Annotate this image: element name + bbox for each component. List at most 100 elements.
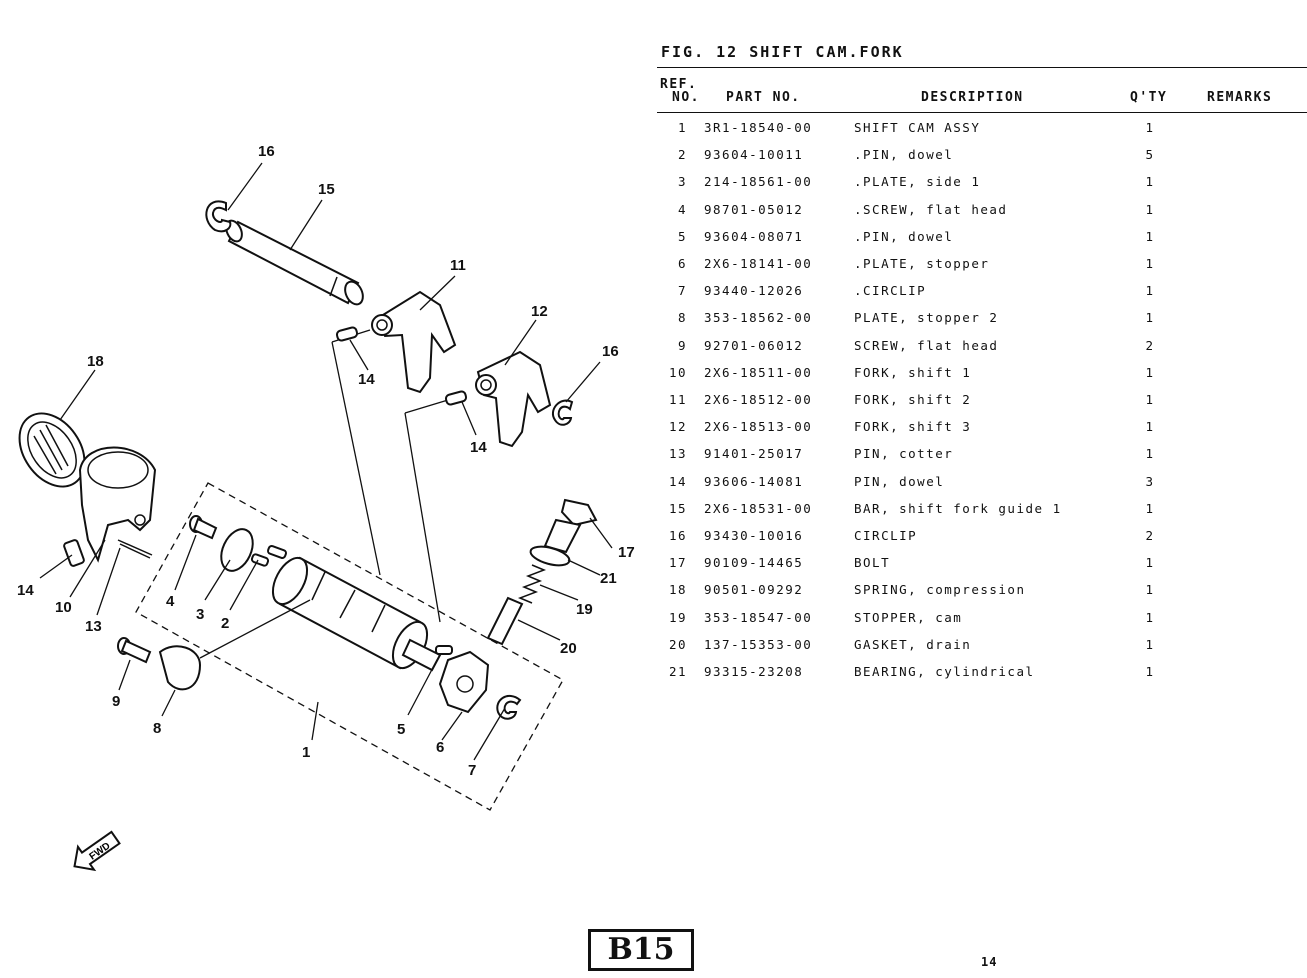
qty-cell: 1 — [1145, 120, 1155, 135]
stopper-plate-part — [158, 645, 202, 691]
cotter-pin-part — [117, 539, 153, 559]
description-cell: PLATE, stopper 2 — [854, 310, 999, 326]
column-header-ref-no: NO. — [672, 90, 700, 105]
table-row: 1 3R1-18540-00 SHIFT CAM ASSY 1 — [657, 120, 1297, 140]
ref-cell: 21 — [668, 664, 687, 679]
part-no-cell: 2X6-18513-00 — [704, 419, 813, 435]
ref-cell: 20 — [668, 636, 687, 652]
callout-label: 16 — [602, 343, 619, 360]
callout-label: 3 — [196, 606, 204, 623]
callout-label: 14 — [470, 439, 487, 456]
ref-cell: 18 — [668, 582, 687, 598]
ref-cell: 4 — [677, 201, 687, 217]
circlip-part — [205, 200, 232, 233]
part-no-cell: 2X6-18511-00 — [704, 364, 813, 380]
description-cell: BEARING, cylindrical — [854, 664, 1035, 679]
ref-cell: 16 — [668, 528, 687, 543]
description-cell: .PLATE, side 1 — [854, 174, 981, 190]
ref-cell: 19 — [668, 609, 687, 625]
page-code-badge: B15 — [588, 929, 694, 971]
part-no-cell: 93604-08071 — [704, 228, 804, 244]
divider — [657, 112, 1307, 113]
qty-cell: 1 — [1145, 419, 1155, 435]
qty-cell: 1 — [1145, 364, 1155, 380]
callout-label: 21 — [600, 570, 617, 587]
description-cell: STOPPER, cam — [854, 609, 963, 625]
part-no-cell: 2X6-18512-00 — [704, 392, 813, 407]
column-header-description: DESCRIPTION — [921, 90, 1024, 105]
qty-cell: 1 — [1145, 174, 1155, 190]
part-no-cell: 98701-05012 — [704, 201, 804, 217]
callout-label: 19 — [576, 601, 593, 618]
callout-label: 13 — [85, 618, 102, 635]
description-cell: SPRING, compression — [854, 582, 1026, 598]
ref-cell: 5 — [677, 228, 687, 244]
description-cell: FORK, shift 1 — [854, 364, 972, 380]
bearing-part — [18, 412, 86, 488]
stopper-part — [486, 596, 524, 646]
page-number: 14 — [981, 955, 998, 969]
part-no-cell: 90501-09292 — [704, 582, 804, 598]
description-cell: .PIN, dowel — [854, 228, 954, 244]
screw-part — [189, 515, 218, 540]
part-no-cell: 2X6-18141-00 — [704, 256, 813, 271]
description-cell: CIRCLIP — [854, 528, 918, 543]
ref-cell: 9 — [677, 337, 687, 353]
callout-label: 15 — [318, 181, 335, 198]
qty-cell: 1 — [1145, 228, 1155, 244]
ref-cell: 11 — [668, 392, 687, 407]
circlip-part — [552, 399, 574, 426]
ref-cell: 8 — [677, 310, 687, 326]
shift-fork-part — [78, 446, 157, 563]
spring-part — [517, 564, 547, 604]
exploded-view-diagram: 16 15 11 12 16 18 14 14 14 10 13 4 3 2 1… — [17, 143, 635, 872]
description-cell: SCREW, flat head — [854, 337, 999, 353]
description-cell: .PLATE, stopper — [854, 256, 990, 271]
dowel-pin-part — [250, 553, 270, 567]
ref-cell: 15 — [668, 500, 687, 516]
qty-cell: 5 — [1145, 147, 1155, 163]
callout-label: 7 — [468, 762, 476, 779]
callout-label: 17 — [618, 544, 635, 561]
screw-part — [117, 637, 152, 664]
divider — [657, 67, 1307, 68]
ref-cell: 1 — [677, 120, 687, 135]
callout-label: 6 — [436, 739, 444, 756]
part-no-cell: 93604-10011 — [704, 147, 804, 163]
dowel-pin-part — [444, 390, 468, 406]
description-cell: SHIFT CAM ASSY — [854, 120, 981, 135]
part-no-cell: 3R1-18540-00 — [704, 120, 813, 135]
description-cell: GASKET, drain — [854, 636, 972, 652]
qty-cell: 1 — [1145, 582, 1155, 598]
callout-label: 11 — [450, 257, 466, 274]
qty-cell: 1 — [1145, 555, 1155, 571]
callout-label: 4 — [166, 593, 175, 610]
table-row: 5 93604-08071 .PIN, dowel 1 — [657, 229, 1297, 249]
qty-cell: 2 — [1145, 528, 1155, 543]
callout-label: 12 — [531, 303, 548, 320]
ref-cell: 14 — [668, 473, 687, 489]
ref-cell: 7 — [677, 283, 687, 299]
column-header-remarks: REMARKS — [1207, 90, 1273, 105]
shift-fork-part — [371, 290, 457, 394]
callout-label: 14 — [17, 582, 34, 599]
column-header-ref: REF. — [660, 77, 698, 92]
ref-cell: 2 — [677, 147, 687, 163]
part-no-cell: 93440-12026 — [704, 283, 804, 299]
qty-cell: 1 — [1145, 446, 1155, 462]
callout-label: 5 — [397, 721, 405, 738]
qty-cell: 1 — [1145, 500, 1155, 516]
guide-line — [331, 329, 449, 623]
part-no-cell: 137-15353-00 — [704, 636, 813, 652]
ref-cell: 17 — [668, 555, 687, 571]
shift-cam-part — [267, 545, 442, 672]
